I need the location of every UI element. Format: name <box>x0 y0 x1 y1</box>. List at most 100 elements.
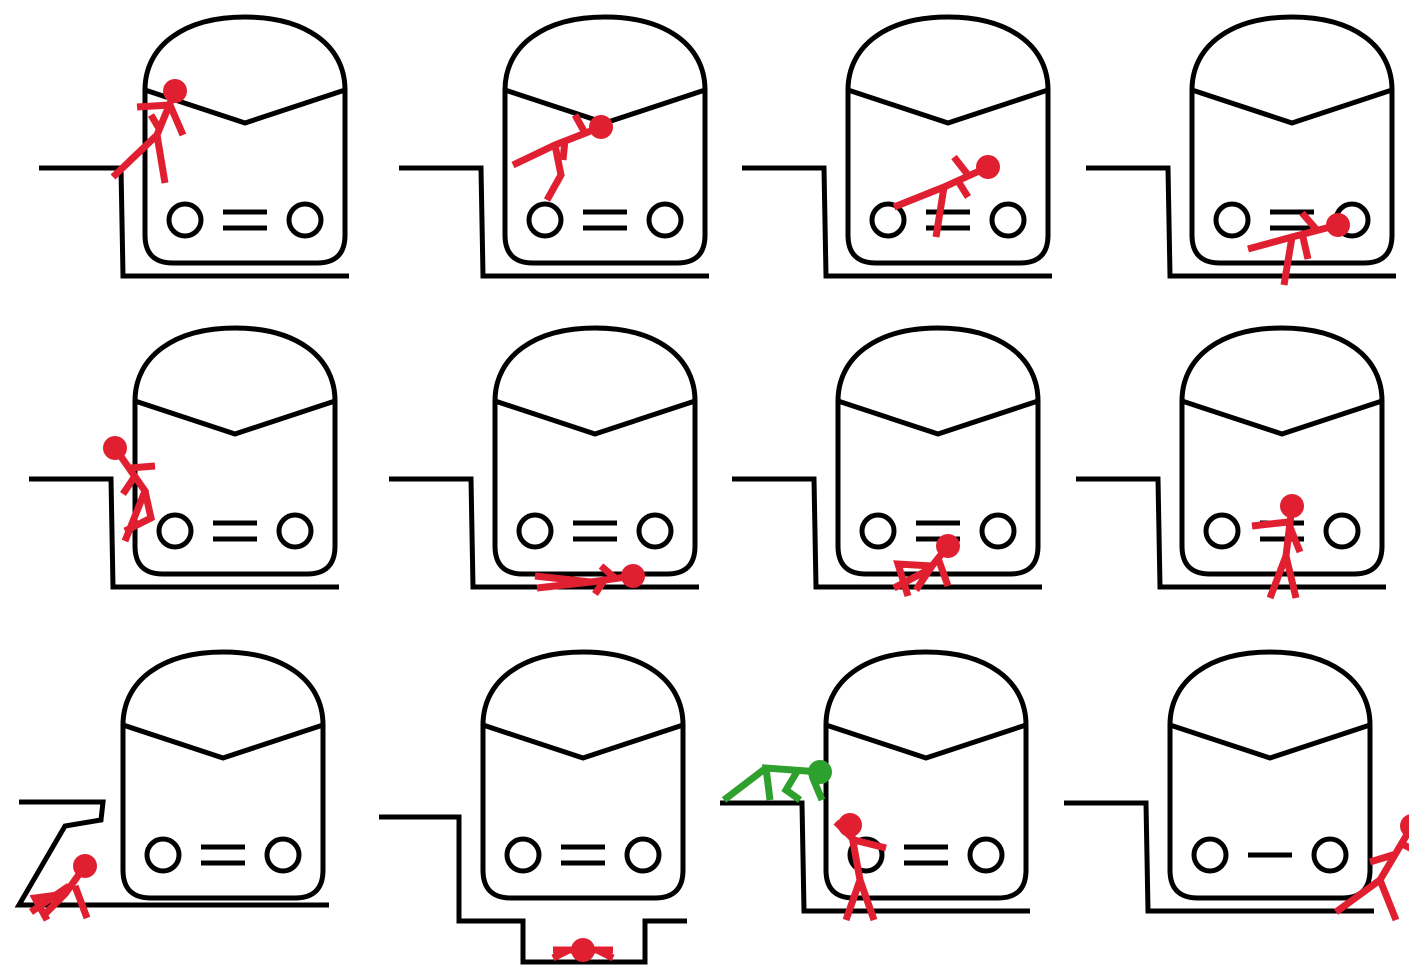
rescuer-figure <box>721 760 832 803</box>
person-limb <box>129 462 156 472</box>
headlight-right <box>979 512 1017 550</box>
windshield-line <box>134 398 336 437</box>
platform-edge <box>29 476 339 590</box>
panel-6 <box>389 325 699 596</box>
person-limb <box>120 474 138 496</box>
person-limb <box>571 113 589 135</box>
person-limb <box>1368 850 1398 866</box>
train-front <box>823 649 1029 901</box>
panel-5 <box>29 325 339 590</box>
windshield-line <box>494 398 696 437</box>
train-body <box>480 649 686 901</box>
headlight-left <box>504 836 542 874</box>
train-front <box>142 14 348 266</box>
panel-8 <box>1076 325 1386 600</box>
panel-12 <box>1064 649 1409 922</box>
person-figure <box>103 436 156 543</box>
person-figure <box>110 79 187 184</box>
train-front <box>835 325 1041 577</box>
person-limb <box>123 490 156 535</box>
train-front <box>845 14 1051 266</box>
headlight-right <box>286 201 324 239</box>
rescuer-limb <box>808 774 826 802</box>
person-limb <box>951 154 971 178</box>
person-figure <box>551 938 615 962</box>
headlight-left <box>1213 201 1251 239</box>
person-figure <box>833 813 887 922</box>
person-figure <box>892 534 960 598</box>
panel-1 <box>39 14 349 279</box>
person-limb <box>595 946 615 962</box>
headlight-left <box>144 836 182 874</box>
person-limb <box>551 946 571 962</box>
person-limb <box>536 572 634 592</box>
platform-edge <box>720 800 1030 914</box>
person-limb <box>534 572 592 586</box>
person-limb <box>853 836 887 852</box>
person-figure <box>1333 814 1409 922</box>
panel-11 <box>720 649 1030 922</box>
person-limb <box>1299 210 1319 232</box>
train-body <box>120 649 326 901</box>
person-limb <box>136 101 171 111</box>
person-limb <box>1376 878 1400 922</box>
person-limb <box>598 563 618 581</box>
panel-9 <box>14 649 329 922</box>
train-front <box>1189 14 1395 266</box>
person-limb <box>543 144 565 202</box>
train-body <box>502 14 708 266</box>
train-front <box>120 649 326 901</box>
headlight-right <box>967 836 1005 874</box>
platform-edge <box>742 165 1052 279</box>
headlight-right <box>636 512 674 550</box>
headlight-left <box>166 201 204 239</box>
person-limb <box>1298 232 1312 260</box>
train-body <box>1189 14 1395 266</box>
train-body <box>132 325 338 577</box>
train-front <box>1179 325 1385 577</box>
platform-edge <box>1076 476 1386 590</box>
person-limb <box>856 878 878 922</box>
platform-edge <box>389 476 699 590</box>
person-limb <box>153 134 169 184</box>
windshield-line <box>1169 722 1371 761</box>
train-body <box>835 325 1041 577</box>
person-limb <box>29 883 71 915</box>
person-limb <box>1251 518 1289 530</box>
person-limb <box>147 113 164 132</box>
train-front <box>492 325 698 577</box>
windshield-line <box>837 398 1039 437</box>
headlight-right <box>276 512 314 550</box>
panel-2 <box>399 14 709 279</box>
person-limb <box>592 577 608 596</box>
train-front <box>132 325 338 577</box>
train-body <box>845 14 1051 266</box>
headlight-left <box>859 512 897 550</box>
train-body <box>492 325 698 577</box>
panel-10 <box>379 649 687 965</box>
person-limb <box>932 186 948 238</box>
person-limb <box>934 556 952 588</box>
panel-7 <box>732 325 1042 598</box>
platform-edge <box>732 476 1042 590</box>
person-figure <box>534 563 645 596</box>
headlight-right <box>264 836 302 874</box>
person-limb <box>1284 520 1304 554</box>
person-limb <box>1400 840 1409 852</box>
windshield-line <box>482 722 684 761</box>
rescuer-limb <box>721 765 769 803</box>
platform-edge <box>379 814 687 965</box>
train-front <box>1167 649 1373 901</box>
person-limb <box>1282 555 1300 599</box>
person-limb <box>559 139 569 161</box>
platform-edge <box>39 165 349 279</box>
person-figure <box>1251 494 1304 600</box>
headlight-right <box>624 836 662 874</box>
train-body <box>1167 649 1373 901</box>
person-limb <box>892 566 930 592</box>
person-figure <box>29 854 97 922</box>
windshield-line <box>1191 87 1393 126</box>
panel-4 <box>1086 14 1396 286</box>
panel-3 <box>742 14 1052 279</box>
